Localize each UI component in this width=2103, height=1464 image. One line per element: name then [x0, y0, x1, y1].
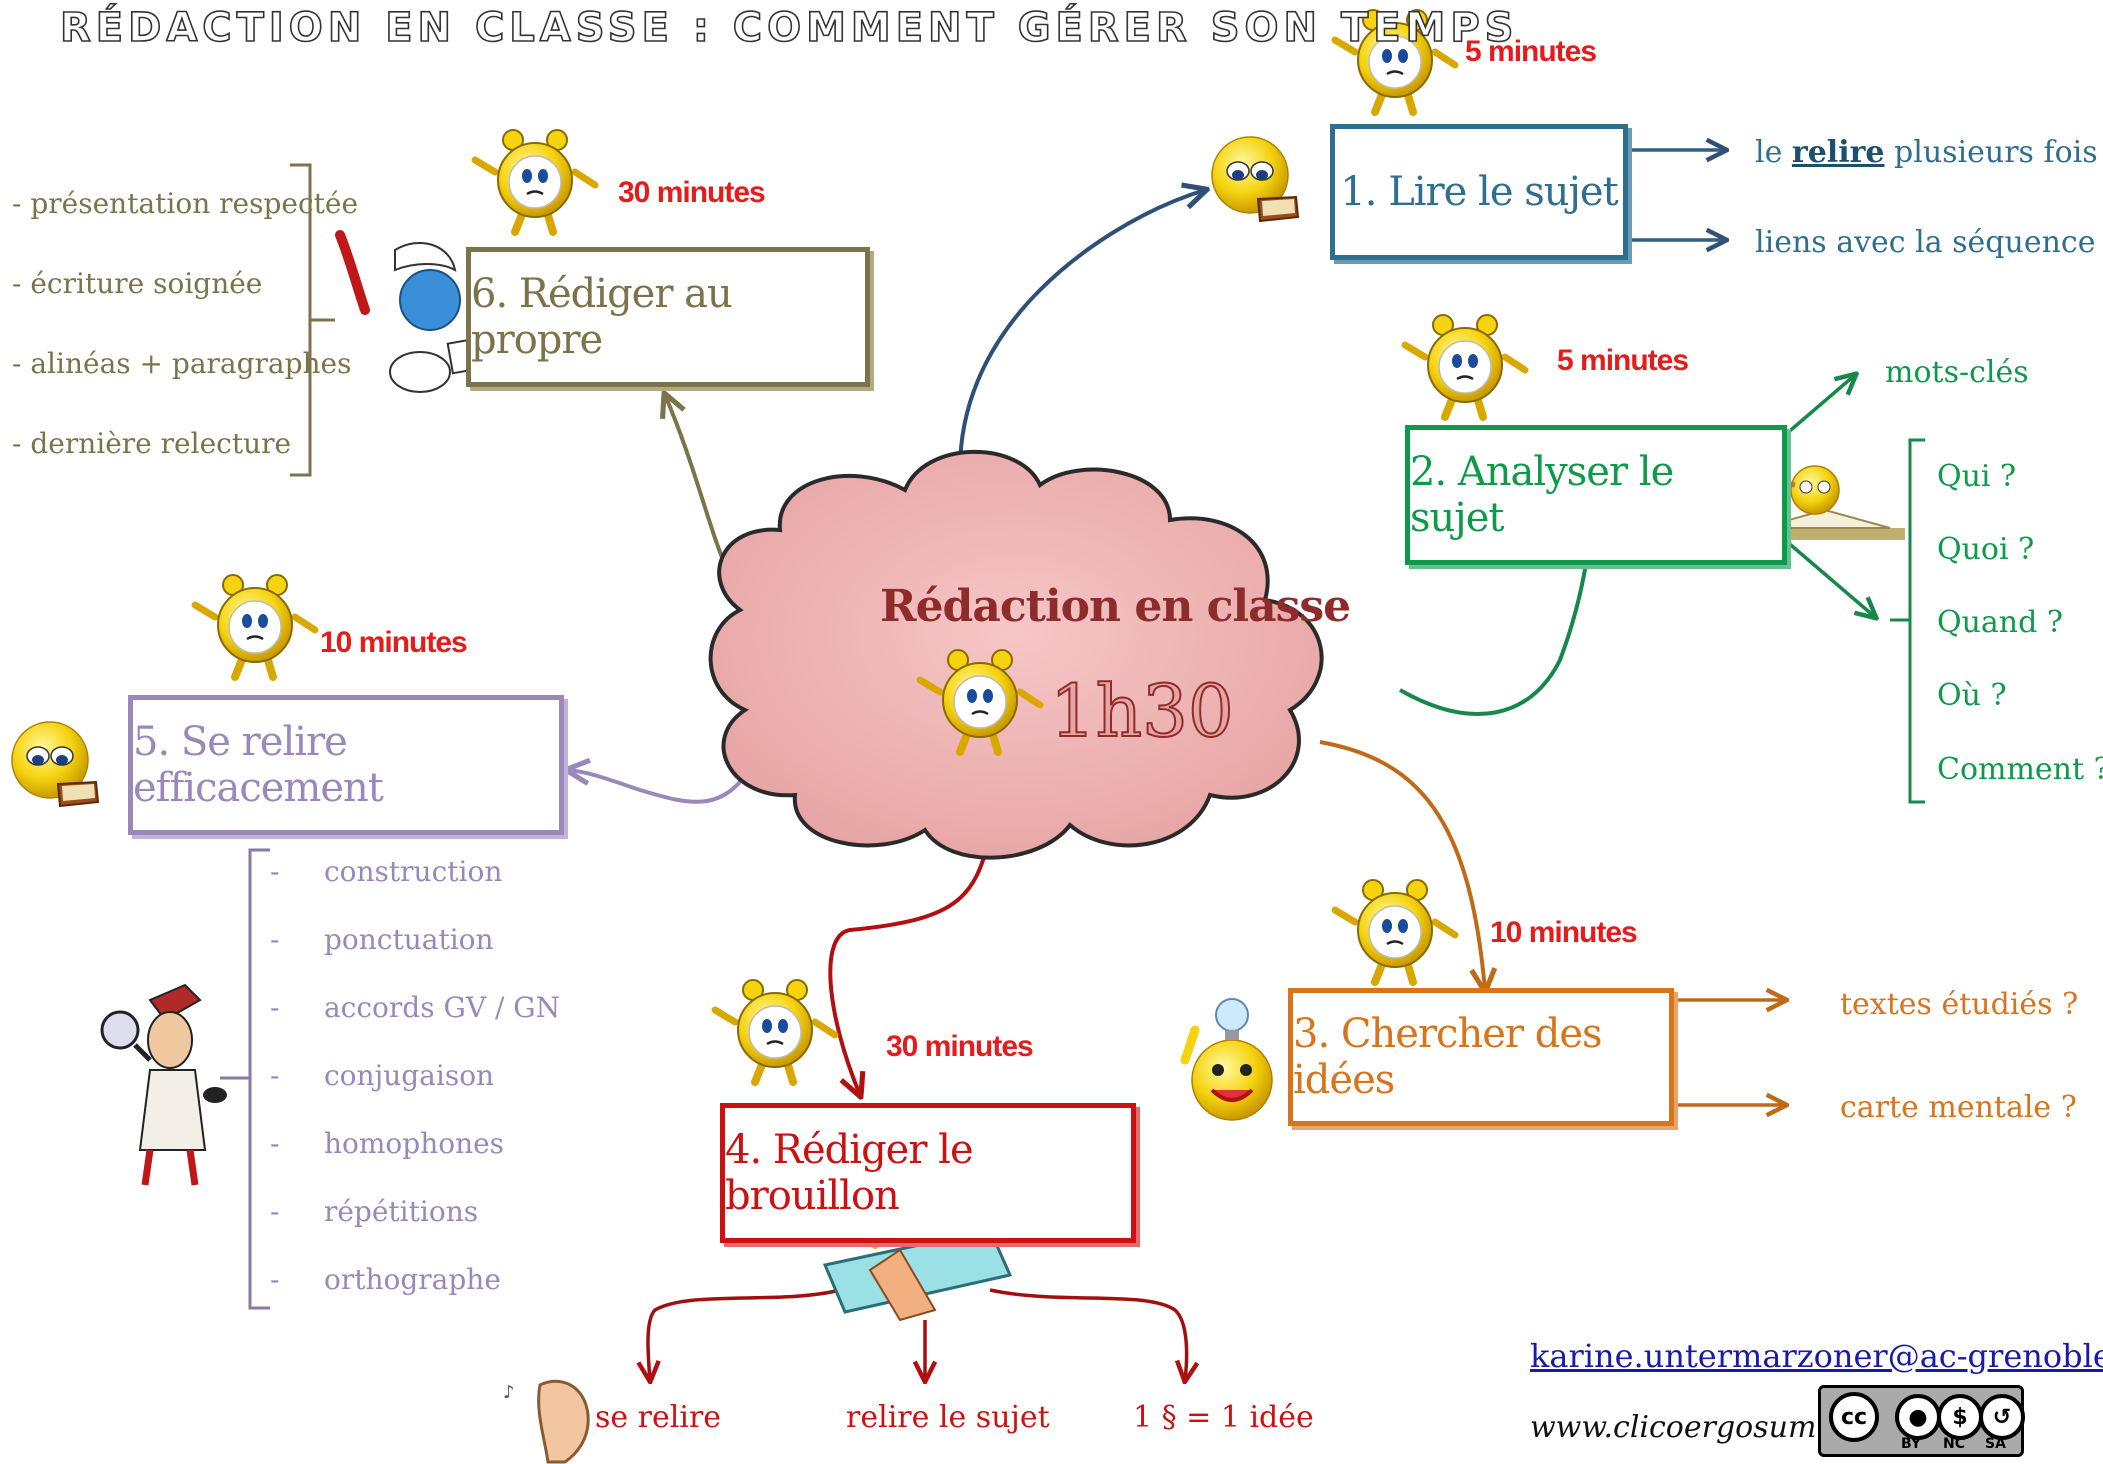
center-duration: 1h30 — [1049, 669, 1235, 753]
author-email-link[interactable]: karine.untermarzoner@ac-grenoble.fr — [1530, 1337, 2103, 1375]
step-1-label: 1. Lire le sujet — [1340, 169, 1618, 215]
step-1-box: 1. Lire le sujet — [1330, 124, 1628, 260]
step-5-box: 5. Se relire efficacement — [128, 695, 564, 835]
connector-s4 — [828, 834, 992, 1095]
step-6-duration: 30 minutes — [618, 176, 766, 209]
step-5-item-5: - homophones — [270, 1127, 505, 1160]
sa-icon: ↺ — [1979, 1394, 2025, 1440]
connector-s2 — [1399, 535, 1590, 716]
step-5-item-6: - répétitions — [270, 1195, 479, 1228]
step-2-question-where: Où ? — [1937, 678, 2007, 713]
step-6-item-3: - alinéas + paragraphes — [12, 347, 352, 380]
step-5-item-3: - accords GV / GN — [270, 991, 561, 1024]
connector-s3 — [1319, 740, 1485, 990]
step-2-label: 2. Analyser le sujet — [1410, 449, 1674, 541]
sa-tag: SA — [1985, 1436, 2006, 1452]
step-2-question-how: Comment ? — [1937, 752, 2103, 787]
step-6-box: 6. Rédiger au propre — [466, 247, 870, 387]
step-4-item-reread-self: se relire — [595, 1400, 722, 1435]
arrow-s2-keywords — [1783, 375, 1855, 437]
step-3-item-texts: textes étudiés ? — [1840, 987, 2079, 1022]
page-title: RÉDACTION EN CLASSE : COMMENT GÉRER SON … — [59, 5, 1519, 51]
step-5-item-7: - orthographe — [270, 1263, 501, 1296]
by-tag: BY — [1901, 1436, 1922, 1452]
bracket-s6 — [290, 163, 335, 477]
website-text: www.clicoergosum.fr — [1530, 1410, 1852, 1445]
reading-smiley-icon — [1211, 136, 1299, 222]
bracket-s5 — [220, 848, 270, 1310]
reading-smiley-icon — [11, 721, 99, 807]
step-5-item-2: - ponctuation — [270, 923, 494, 956]
cc-license-badge[interactable]: cc ● $ ↺ BY NC SA — [1818, 1385, 2025, 1457]
alarm-clock-icon — [195, 575, 315, 677]
step-4-label: 4. Rédiger le brouillon — [725, 1127, 974, 1219]
step-5-duration: 10 minutes — [320, 626, 468, 659]
step-3-item-mindmap: carte mentale ? — [1840, 1090, 2077, 1125]
step-2-box: 2. Analyser le sujet — [1405, 425, 1787, 565]
step-6-item-2: - écriture soignée — [12, 267, 263, 300]
step-1-duration: 5 minutes — [1465, 35, 1597, 68]
central-cloud — [708, 449, 1324, 860]
step-2-duration: 5 minutes — [1557, 344, 1689, 377]
step-4-item-reread-subject: relire le sujet — [846, 1400, 1050, 1435]
alarm-clock-icon — [475, 130, 595, 232]
step-1-item-links: liens avec la séquence ? — [1755, 225, 2103, 260]
alarm-clock-icon — [1405, 315, 1525, 417]
alarm-clock-icon — [1335, 880, 1455, 982]
step-6-item-1: - présentation respectée — [12, 187, 359, 220]
connector-s5 — [568, 760, 757, 804]
step-6-label: 6. Rédiger au propre — [471, 271, 733, 363]
arrow-s2-questions — [1783, 538, 1875, 617]
ear-icon: ♪ — [503, 1379, 590, 1464]
step-3-label: 3. Chercher des idées — [1293, 1011, 1603, 1103]
arrow-s4-a — [648, 1288, 841, 1380]
nc-icon: $ — [1937, 1394, 1983, 1440]
writing-hand-icon — [822, 1196, 1013, 1322]
step-4-duration: 30 minutes — [886, 1030, 1034, 1063]
step-1-item-reread: le relire plusieurs fois — [1755, 135, 2098, 170]
step-3-duration: 10 minutes — [1490, 916, 1638, 949]
alarm-clock-icon — [715, 980, 835, 1082]
bracket-s2 — [1890, 438, 1925, 804]
step-5-item-1: - construction — [270, 855, 503, 888]
arrow-s4-c — [989, 1288, 1187, 1380]
step-2-question-what: Quoi ? — [1937, 532, 2035, 567]
step-2-keywords: mots-clés — [1885, 355, 2029, 390]
nc-tag: NC — [1943, 1436, 1965, 1452]
by-icon: ● — [1895, 1394, 1941, 1440]
step-4-box: 4. Rédiger le brouillon — [720, 1103, 1136, 1243]
idea-smiley-icon — [1180, 998, 1273, 1121]
svg-text:♪: ♪ — [503, 1382, 515, 1403]
step-5-item-4: - conjugaison — [270, 1059, 495, 1092]
connector-s1 — [958, 190, 1205, 471]
center-title: Rédaction en classe — [880, 581, 1351, 632]
step-6-item-4: - dernière relecture — [12, 427, 292, 460]
cc-icon: cc — [1829, 1392, 1879, 1442]
step-4-item-paragraph: 1 § = 1 idée — [1133, 1400, 1314, 1435]
smurf-writer-icon — [335, 230, 494, 393]
step-2-question-who: Qui ? — [1937, 459, 2017, 494]
detective-icon — [100, 983, 227, 1186]
step-5-label: 5. Se relire efficacement — [133, 719, 384, 811]
step-2-question-when: Quand ? — [1937, 605, 2063, 640]
step-3-box: 3. Chercher des idées — [1288, 988, 1674, 1126]
